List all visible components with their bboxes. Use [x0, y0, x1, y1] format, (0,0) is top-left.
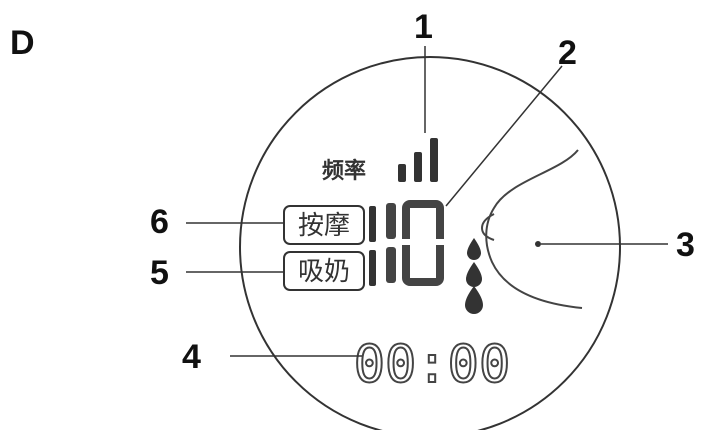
level-digit-1: [386, 203, 396, 283]
callout-1: 1: [414, 8, 433, 46]
panel-letter: D: [10, 24, 35, 62]
callout-3: 3: [676, 226, 695, 264]
massage-label-box: [283, 205, 365, 245]
suction-label: 吸奶: [298, 257, 350, 287]
callout-4: 4: [182, 338, 201, 376]
milk-drops-icon: [465, 238, 483, 314]
timer-display: 00:00: [354, 335, 511, 395]
callout-5: 5: [150, 254, 169, 292]
display-outline: [239, 56, 621, 430]
suction-label-box: [283, 251, 365, 291]
massage-indicator-bar: [369, 206, 376, 242]
suction-indicator-bar: [369, 250, 376, 286]
callout-6: 6: [150, 203, 169, 241]
frequency-label: 频率: [322, 158, 366, 184]
leader-line-2: [445, 65, 563, 207]
breast-area-dot: [535, 241, 541, 247]
nipple-icon: [480, 213, 495, 241]
massage-label: 按摩: [298, 211, 350, 241]
breast-outline-icon: [485, 149, 583, 309]
signal-bars-icon: [398, 138, 438, 182]
callout-2: 2: [558, 34, 577, 72]
